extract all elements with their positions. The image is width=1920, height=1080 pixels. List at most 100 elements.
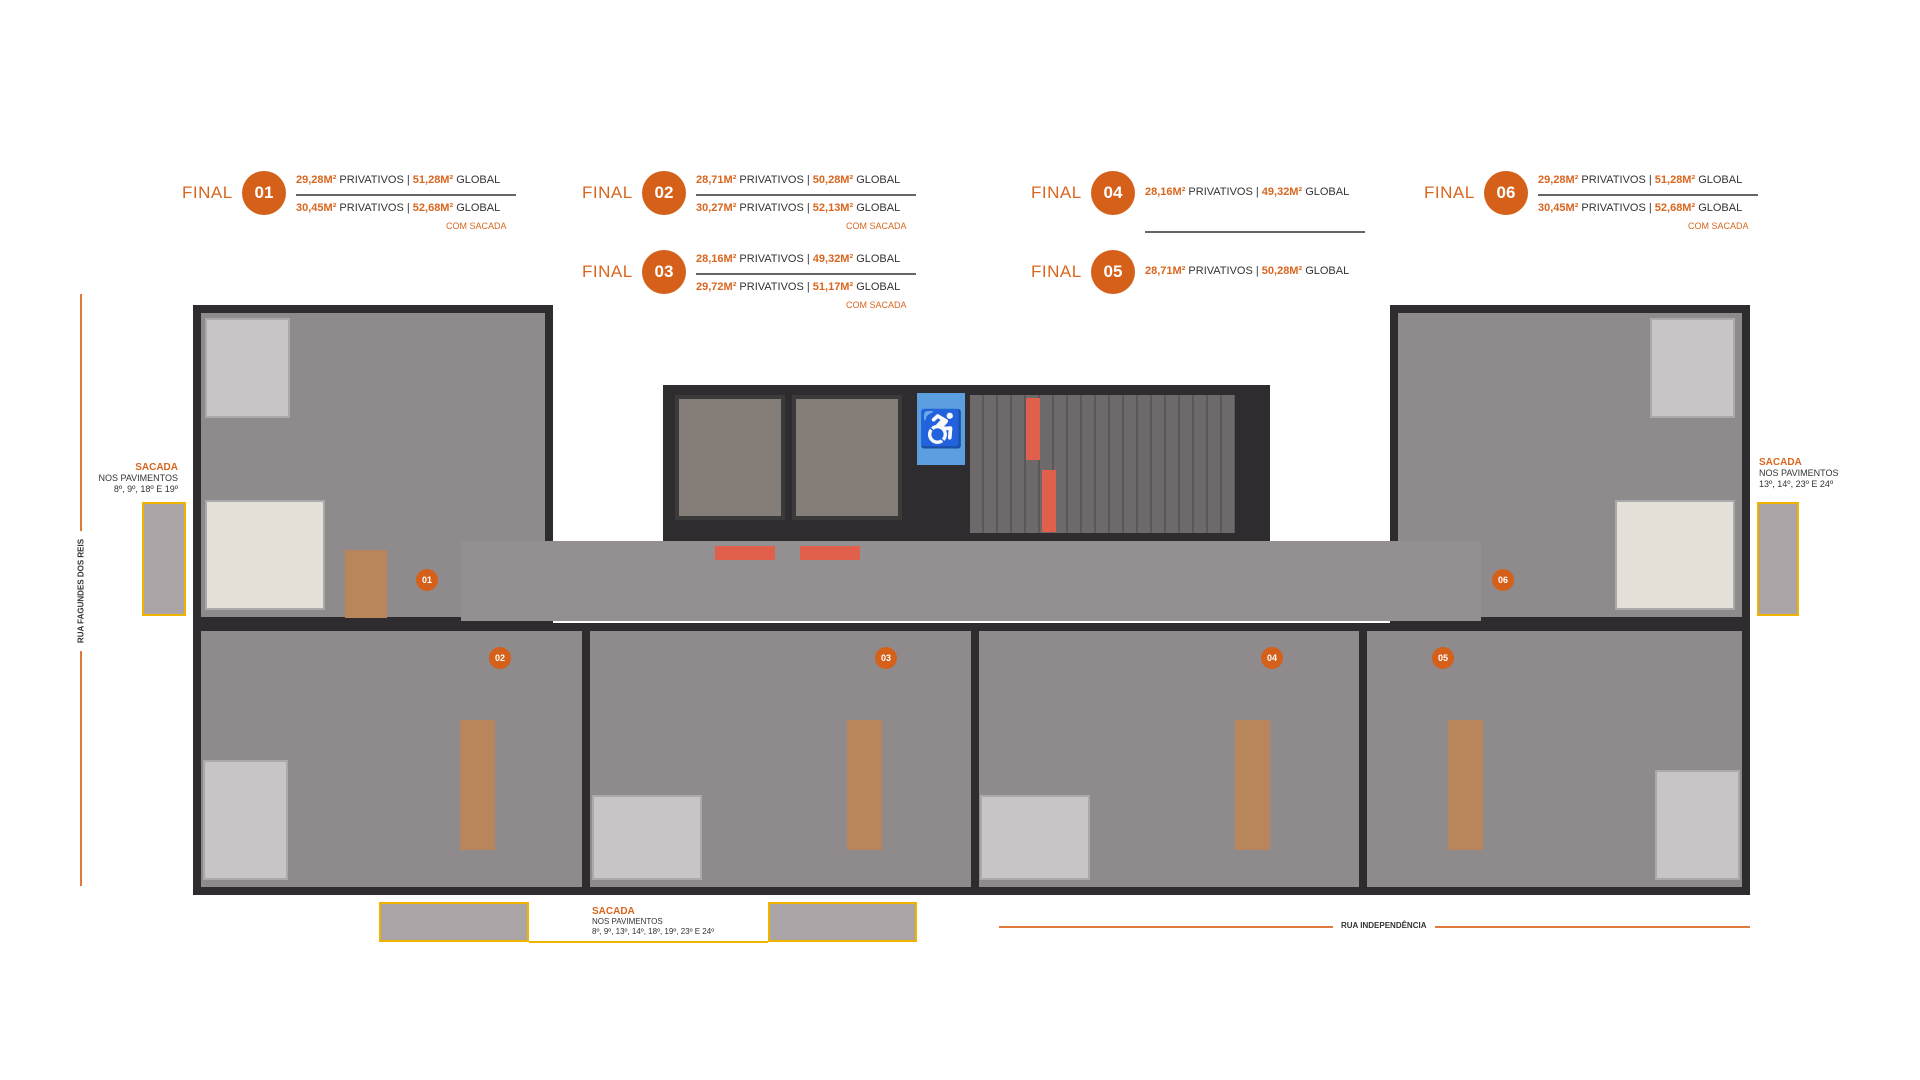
unit-marker-05: 05 <box>1432 647 1454 669</box>
private-area: 30,45M² <box>296 202 337 214</box>
area-row: 29,28M² PRIVATIVOS | 51,28M² GLOBAL <box>296 174 500 186</box>
final-number-badge: 01 <box>242 171 286 215</box>
accessibility-icon: ♿ <box>917 393 965 465</box>
unit-marker-06: 06 <box>1492 569 1514 591</box>
private-area: 29,28M² <box>1538 174 1579 186</box>
final-label: FINAL <box>1424 183 1475 202</box>
balcony-note-floors: 8º, 9º, 13º, 14º, 18º, 19º, 23º E 24º <box>592 927 715 936</box>
divider <box>1145 231 1365 233</box>
private-area: 30,27M² <box>696 202 737 214</box>
divider <box>696 273 916 275</box>
balcony-line <box>529 941 768 943</box>
area-row: 28,71M² PRIVATIVOS | 50,28M² GLOBAL <box>1145 265 1349 277</box>
balcony-note-sub: NOS PAVIMENTOS <box>592 917 663 926</box>
global-label: GLOBAL <box>856 253 901 265</box>
area-row: 28,71M² PRIVATIVOS | 50,28M² GLOBAL <box>696 174 900 186</box>
global-label: GLOBAL <box>1698 174 1743 186</box>
global-label: GLOBAL <box>856 202 901 214</box>
unit-marker-02: 02 <box>489 647 511 669</box>
balcony-note-bottom: SACADA NOS PAVIMENTOS 8º, 9º, 13º, 14º, … <box>592 907 714 937</box>
kitchen-counter <box>847 720 882 850</box>
rug <box>1615 500 1735 610</box>
global-label: GLOBAL <box>456 174 501 186</box>
private-area: 28,71M² <box>696 174 737 186</box>
balcony-note-sub: NOS PAVIMENTOS <box>1759 468 1839 478</box>
area-row: 28,16M² PRIVATIVOS | 49,32M² GLOBAL <box>696 253 900 265</box>
dining-table <box>345 550 387 618</box>
balcony-right <box>1757 502 1799 616</box>
final-label: FINAL <box>582 262 633 281</box>
global-area: 49,32M² <box>812 253 854 265</box>
balcony-note: COM SACADA <box>846 300 907 310</box>
global-label: GLOBAL <box>1305 186 1350 198</box>
unit-marker-03: 03 <box>875 647 897 669</box>
area-row: 30,45M² PRIVATIVOS | 52,68M² GLOBAL <box>296 202 500 214</box>
divider <box>296 194 516 196</box>
global-area: 51,28M² <box>1654 174 1696 186</box>
balcony-note-title: SACADA <box>1759 457 1802 468</box>
balcony-note: COM SACADA <box>446 221 507 231</box>
tactile-floor <box>715 546 775 560</box>
final-number-badge: 05 <box>1091 250 1135 294</box>
global-label: GLOBAL <box>1305 265 1350 277</box>
final-label: FINAL <box>182 183 233 202</box>
elevator-1 <box>675 395 785 520</box>
private-area: 29,28M² <box>296 174 337 186</box>
balcony-note: COM SACADA <box>846 221 907 231</box>
final-number-badge: 06 <box>1484 171 1528 215</box>
global-area: 50,28M² <box>812 174 854 186</box>
area-row: 28,16M² PRIVATIVOS | 49,32M² GLOBAL <box>1145 186 1349 198</box>
private-label: PRIVATIVOS | <box>1188 265 1259 277</box>
unit-marker-01: 01 <box>416 569 438 591</box>
balcony-note-sub: NOS PAVIMENTOS <box>98 473 178 483</box>
elevator-2 <box>792 395 902 520</box>
global-area: 52,68M² <box>412 202 454 214</box>
global-area: 52,68M² <box>1654 202 1696 214</box>
private-label: PRIVATIVOS | <box>1188 186 1259 198</box>
tactile-floor <box>1026 398 1040 460</box>
kitchen-counter <box>1235 720 1270 850</box>
private-label: PRIVATIVOS | <box>739 281 810 293</box>
global-label: GLOBAL <box>856 281 901 293</box>
corridor <box>461 541 1481 621</box>
balcony-bottom-02 <box>379 902 529 942</box>
divider <box>696 194 916 196</box>
kitchen-counter <box>1448 720 1483 850</box>
area-row: 29,72M² PRIVATIVOS | 51,17M² GLOBAL <box>696 281 900 293</box>
private-label: PRIVATIVOS | <box>1581 202 1652 214</box>
tactile-floor <box>1042 470 1056 532</box>
final-number-badge: 02 <box>642 171 686 215</box>
global-area: 51,28M² <box>412 174 454 186</box>
bed <box>203 760 288 880</box>
final-number-badge: 03 <box>642 250 686 294</box>
balcony-bottom-03 <box>768 902 917 942</box>
street-label-bottom: RUA INDEPENDÊNCIA <box>1333 921 1435 930</box>
final-label: FINAL <box>1031 262 1082 281</box>
private-area: 28,16M² <box>696 253 737 265</box>
bed <box>205 318 290 418</box>
private-label: PRIVATIVOS | <box>739 202 810 214</box>
final-label: FINAL <box>582 183 633 202</box>
divider <box>1538 194 1758 196</box>
global-area: 50,28M² <box>1261 265 1303 277</box>
balcony-note-left: SACADA NOS PAVIMENTOS 8º, 9º, 18º E 19º <box>90 462 178 495</box>
global-area: 49,32M² <box>1261 186 1303 198</box>
area-row: 29,28M² PRIVATIVOS | 51,28M² GLOBAL <box>1538 174 1742 186</box>
balcony-note-floors: 13º, 14º, 23º E 24º <box>1759 479 1834 489</box>
bed <box>1655 770 1740 880</box>
area-row: 30,45M² PRIVATIVOS | 52,68M² GLOBAL <box>1538 202 1742 214</box>
area-row: 30,27M² PRIVATIVOS | 52,13M² GLOBAL <box>696 202 900 214</box>
final-number-badge: 04 <box>1091 171 1135 215</box>
final-label: FINAL <box>1031 183 1082 202</box>
private-label: PRIVATIVOS | <box>339 174 410 186</box>
private-area: 29,72M² <box>696 281 737 293</box>
private-area: 28,16M² <box>1145 186 1186 198</box>
private-label: PRIVATIVOS | <box>739 174 810 186</box>
rug <box>205 500 325 610</box>
global-area: 51,17M² <box>812 281 854 293</box>
private-label: PRIVATIVOS | <box>739 253 810 265</box>
balcony-note: COM SACADA <box>1688 221 1749 231</box>
kitchen-counter <box>460 720 495 850</box>
bed <box>592 795 702 880</box>
private-label: PRIVATIVOS | <box>1581 174 1652 186</box>
